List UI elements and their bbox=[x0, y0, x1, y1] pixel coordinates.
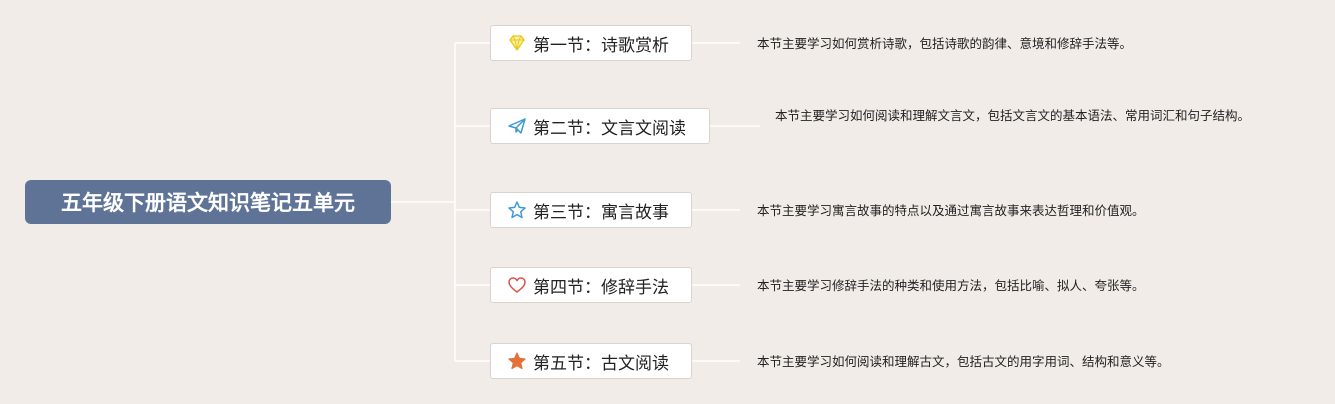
topic-label: 第五节：古文阅读 bbox=[533, 353, 669, 374]
topic-classical-chinese-reading[interactable]: 第二节：文言文阅读 bbox=[490, 108, 710, 144]
heart-outline-icon bbox=[507, 275, 527, 295]
topic-rhetorical-devices[interactable]: 第四节：修辞手法 bbox=[490, 267, 692, 303]
star-outline-icon bbox=[507, 200, 527, 220]
topic-label: 第三节：寓言故事 bbox=[533, 202, 669, 223]
diamond-icon bbox=[507, 33, 527, 53]
note-poetry-appreciation: 本节主要学习如何赏析诗歌，包括诗歌的韵律、意境和修辞手法等。 bbox=[757, 36, 1133, 51]
topic-ancient-prose-reading[interactable]: 第五节：古文阅读 bbox=[490, 343, 692, 379]
topic-poetry-appreciation[interactable]: 第一节：诗歌赏析 bbox=[490, 25, 692, 61]
note-fable-stories: 本节主要学习寓言故事的特点以及通过寓言故事来表达哲理和价值观。 bbox=[757, 203, 1145, 218]
note-classical-chinese-reading: 本节主要学习如何阅读和理解文言文，包括文言文的基本语法、常用词汇和句子结构。 bbox=[775, 108, 1251, 123]
note-rhetorical-devices: 本节主要学习修辞手法的种类和使用方法，包括比喻、拟人、夸张等。 bbox=[757, 278, 1145, 293]
topic-label: 第二节：文言文阅读 bbox=[533, 118, 686, 139]
topic-label: 第一节：诗歌赏析 bbox=[533, 35, 669, 56]
paper-plane-icon bbox=[507, 116, 527, 136]
root-topic[interactable]: 五年级下册语文知识笔记五单元 bbox=[25, 180, 391, 224]
root-topic-label: 五年级下册语文知识笔记五单元 bbox=[61, 191, 355, 215]
note-ancient-prose-reading: 本节主要学习如何阅读和理解古文，包括古文的用字用词、结构和意义等。 bbox=[757, 354, 1170, 369]
topic-label: 第四节：修辞手法 bbox=[533, 277, 669, 298]
star-filled-icon bbox=[507, 351, 527, 371]
topic-fable-stories[interactable]: 第三节：寓言故事 bbox=[490, 192, 692, 228]
